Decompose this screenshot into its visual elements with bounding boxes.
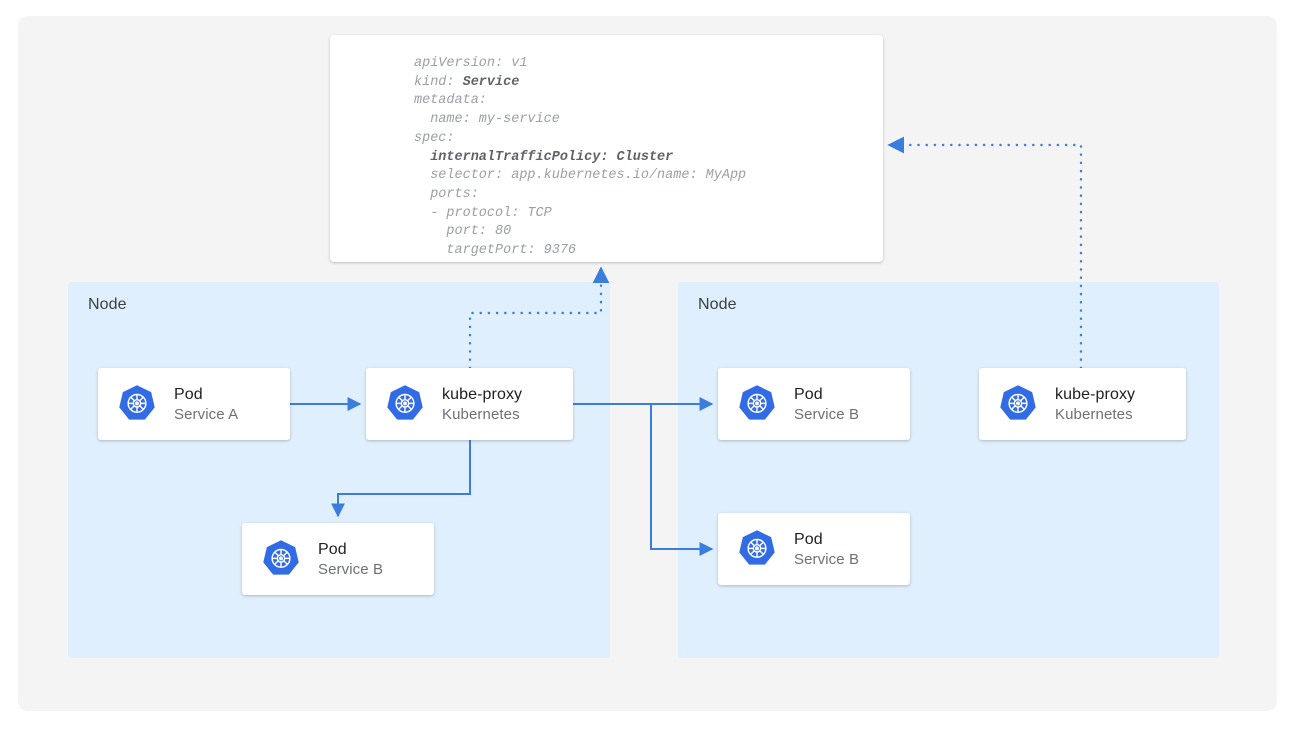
card-subtitle: Kubernetes (1055, 405, 1133, 423)
card-title: Pod (794, 385, 823, 403)
yaml-line-0: apiVersion: v1 (414, 56, 528, 71)
card-text: Pod Service A (174, 384, 238, 425)
card-title: kube-proxy (442, 385, 523, 403)
service-manifest-yaml: apiVersion: v1 kind: Service metadata: nam… (414, 55, 746, 261)
yaml-line-7: ports: (414, 186, 479, 202)
card-pod-service-b-right-node-top[interactable]: Pod Service B (718, 368, 910, 440)
yaml-line-1: kind: Service (414, 74, 520, 90)
kubernetes-icon (736, 528, 778, 570)
card-subtitle: Service B (794, 405, 860, 423)
card-title: Pod (794, 530, 823, 548)
card-text: kube-proxy Kubernetes (1055, 384, 1135, 425)
card-pod-service-b-right-node-bottom[interactable]: Pod Service B (718, 513, 910, 585)
card-kube-proxy-right[interactable]: kube-proxy Kubernetes (979, 368, 1186, 440)
card-kube-proxy-left[interactable]: kube-proxy Kubernetes (366, 368, 573, 440)
card-title: Pod (318, 540, 347, 558)
node-right-label: Node (698, 296, 737, 313)
card-text: Pod Service B (794, 384, 859, 425)
yaml-line-3: name: my-service (414, 112, 560, 128)
card-text: Pod Service B (794, 529, 859, 570)
kubernetes-icon (260, 538, 302, 580)
yaml-line-8: - protocol: TCP (414, 205, 552, 221)
card-subtitle: Kubernetes (442, 405, 520, 423)
card-subtitle: Service B (318, 560, 384, 578)
yaml-line-1-emphasis: Service (462, 74, 520, 90)
card-title: kube-proxy (1055, 385, 1136, 403)
yaml-line-6: selector: app.kubernetes.io/name: MyApp (414, 168, 747, 184)
node-right: Node (678, 282, 1219, 658)
card-title: Pod (174, 385, 203, 403)
service-manifest-card: apiVersion: v1 kind: Service metadata: nam… (330, 35, 883, 262)
card-text: Pod Service B (318, 539, 383, 580)
kubernetes-icon (997, 383, 1039, 425)
card-pod-service-b-left-node[interactable]: Pod Service B (242, 523, 434, 595)
yaml-line-4: spec: (414, 130, 455, 146)
node-left-label: Node (88, 296, 127, 313)
card-subtitle: Service A (174, 405, 239, 423)
card-subtitle: Service B (794, 550, 860, 568)
yaml-line-10: targetPort: 9376 (414, 243, 577, 259)
card-text: kube-proxy Kubernetes (442, 384, 522, 425)
kubernetes-icon (736, 383, 778, 425)
kubernetes-icon (384, 383, 426, 425)
yaml-line-5: internalTrafficPolicy: Cluster (414, 149, 674, 165)
node-left: Node (68, 282, 610, 658)
card-pod-service-a[interactable]: Pod Service A (98, 368, 290, 440)
yaml-line-9: port: 80 (414, 224, 512, 240)
kubernetes-icon (116, 383, 158, 425)
yaml-line-2: metadata: (414, 93, 487, 109)
